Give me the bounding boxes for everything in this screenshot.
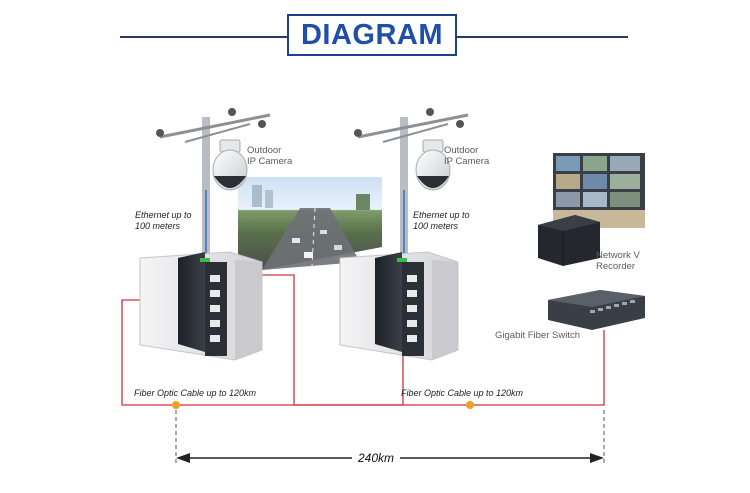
ethernet-label: Ethernet up to 100 meters <box>135 210 192 232</box>
dome-camera-icon <box>212 139 248 191</box>
highway-photo <box>238 177 382 270</box>
industrial-switch-icon <box>339 251 459 361</box>
switch-label: Gigabit Fiber Switch <box>495 330 581 341</box>
ethernet-label-line1: Ethernet up to <box>413 210 470 220</box>
camera-label-line1: Outdoor <box>247 145 282 156</box>
rack-switch-icon <box>548 290 645 330</box>
distance-label: 240km <box>352 451 401 465</box>
camera-label-line1: Outdoor <box>444 145 479 156</box>
fiber-label: Fiber Optic Cable up to 120km <box>401 388 524 398</box>
ethernet-label: Ethernet up to 100 meters <box>413 210 470 232</box>
industrial-switch-icon <box>139 251 263 361</box>
camera-label-line2: IP Camera <box>247 156 293 167</box>
ethernet-label-line2: 100 meters <box>413 221 459 231</box>
street-pole-icon <box>354 108 469 257</box>
ethernet-label-line1: Ethernet up to <box>135 210 192 220</box>
nvr-label: Network V Recorder <box>596 250 640 272</box>
nvr-icon <box>538 215 600 266</box>
fiber-label: Fiber Optic Cable up to 120km <box>134 388 257 398</box>
title-rule-right <box>456 36 628 38</box>
camera-label: Outdoor IP Camera <box>444 145 489 167</box>
nvr-label-line1: Network V <box>596 250 640 261</box>
title-box: DIAGRAM <box>287 14 457 56</box>
splice-marker <box>172 401 180 409</box>
nvr-label-line2: Recorder <box>596 261 636 272</box>
street-pole-icon <box>156 108 271 257</box>
splice-marker <box>466 401 474 409</box>
dome-camera-icon <box>415 139 451 191</box>
camera-label-line2: IP Camera <box>444 156 490 167</box>
monitor-wall-icon <box>553 153 645 228</box>
title-rule-left <box>120 36 288 38</box>
camera-label: Outdoor IP Camera <box>247 145 292 167</box>
page-title: DIAGRAM <box>300 18 444 51</box>
ethernet-label-line2: 100 meters <box>135 221 181 231</box>
